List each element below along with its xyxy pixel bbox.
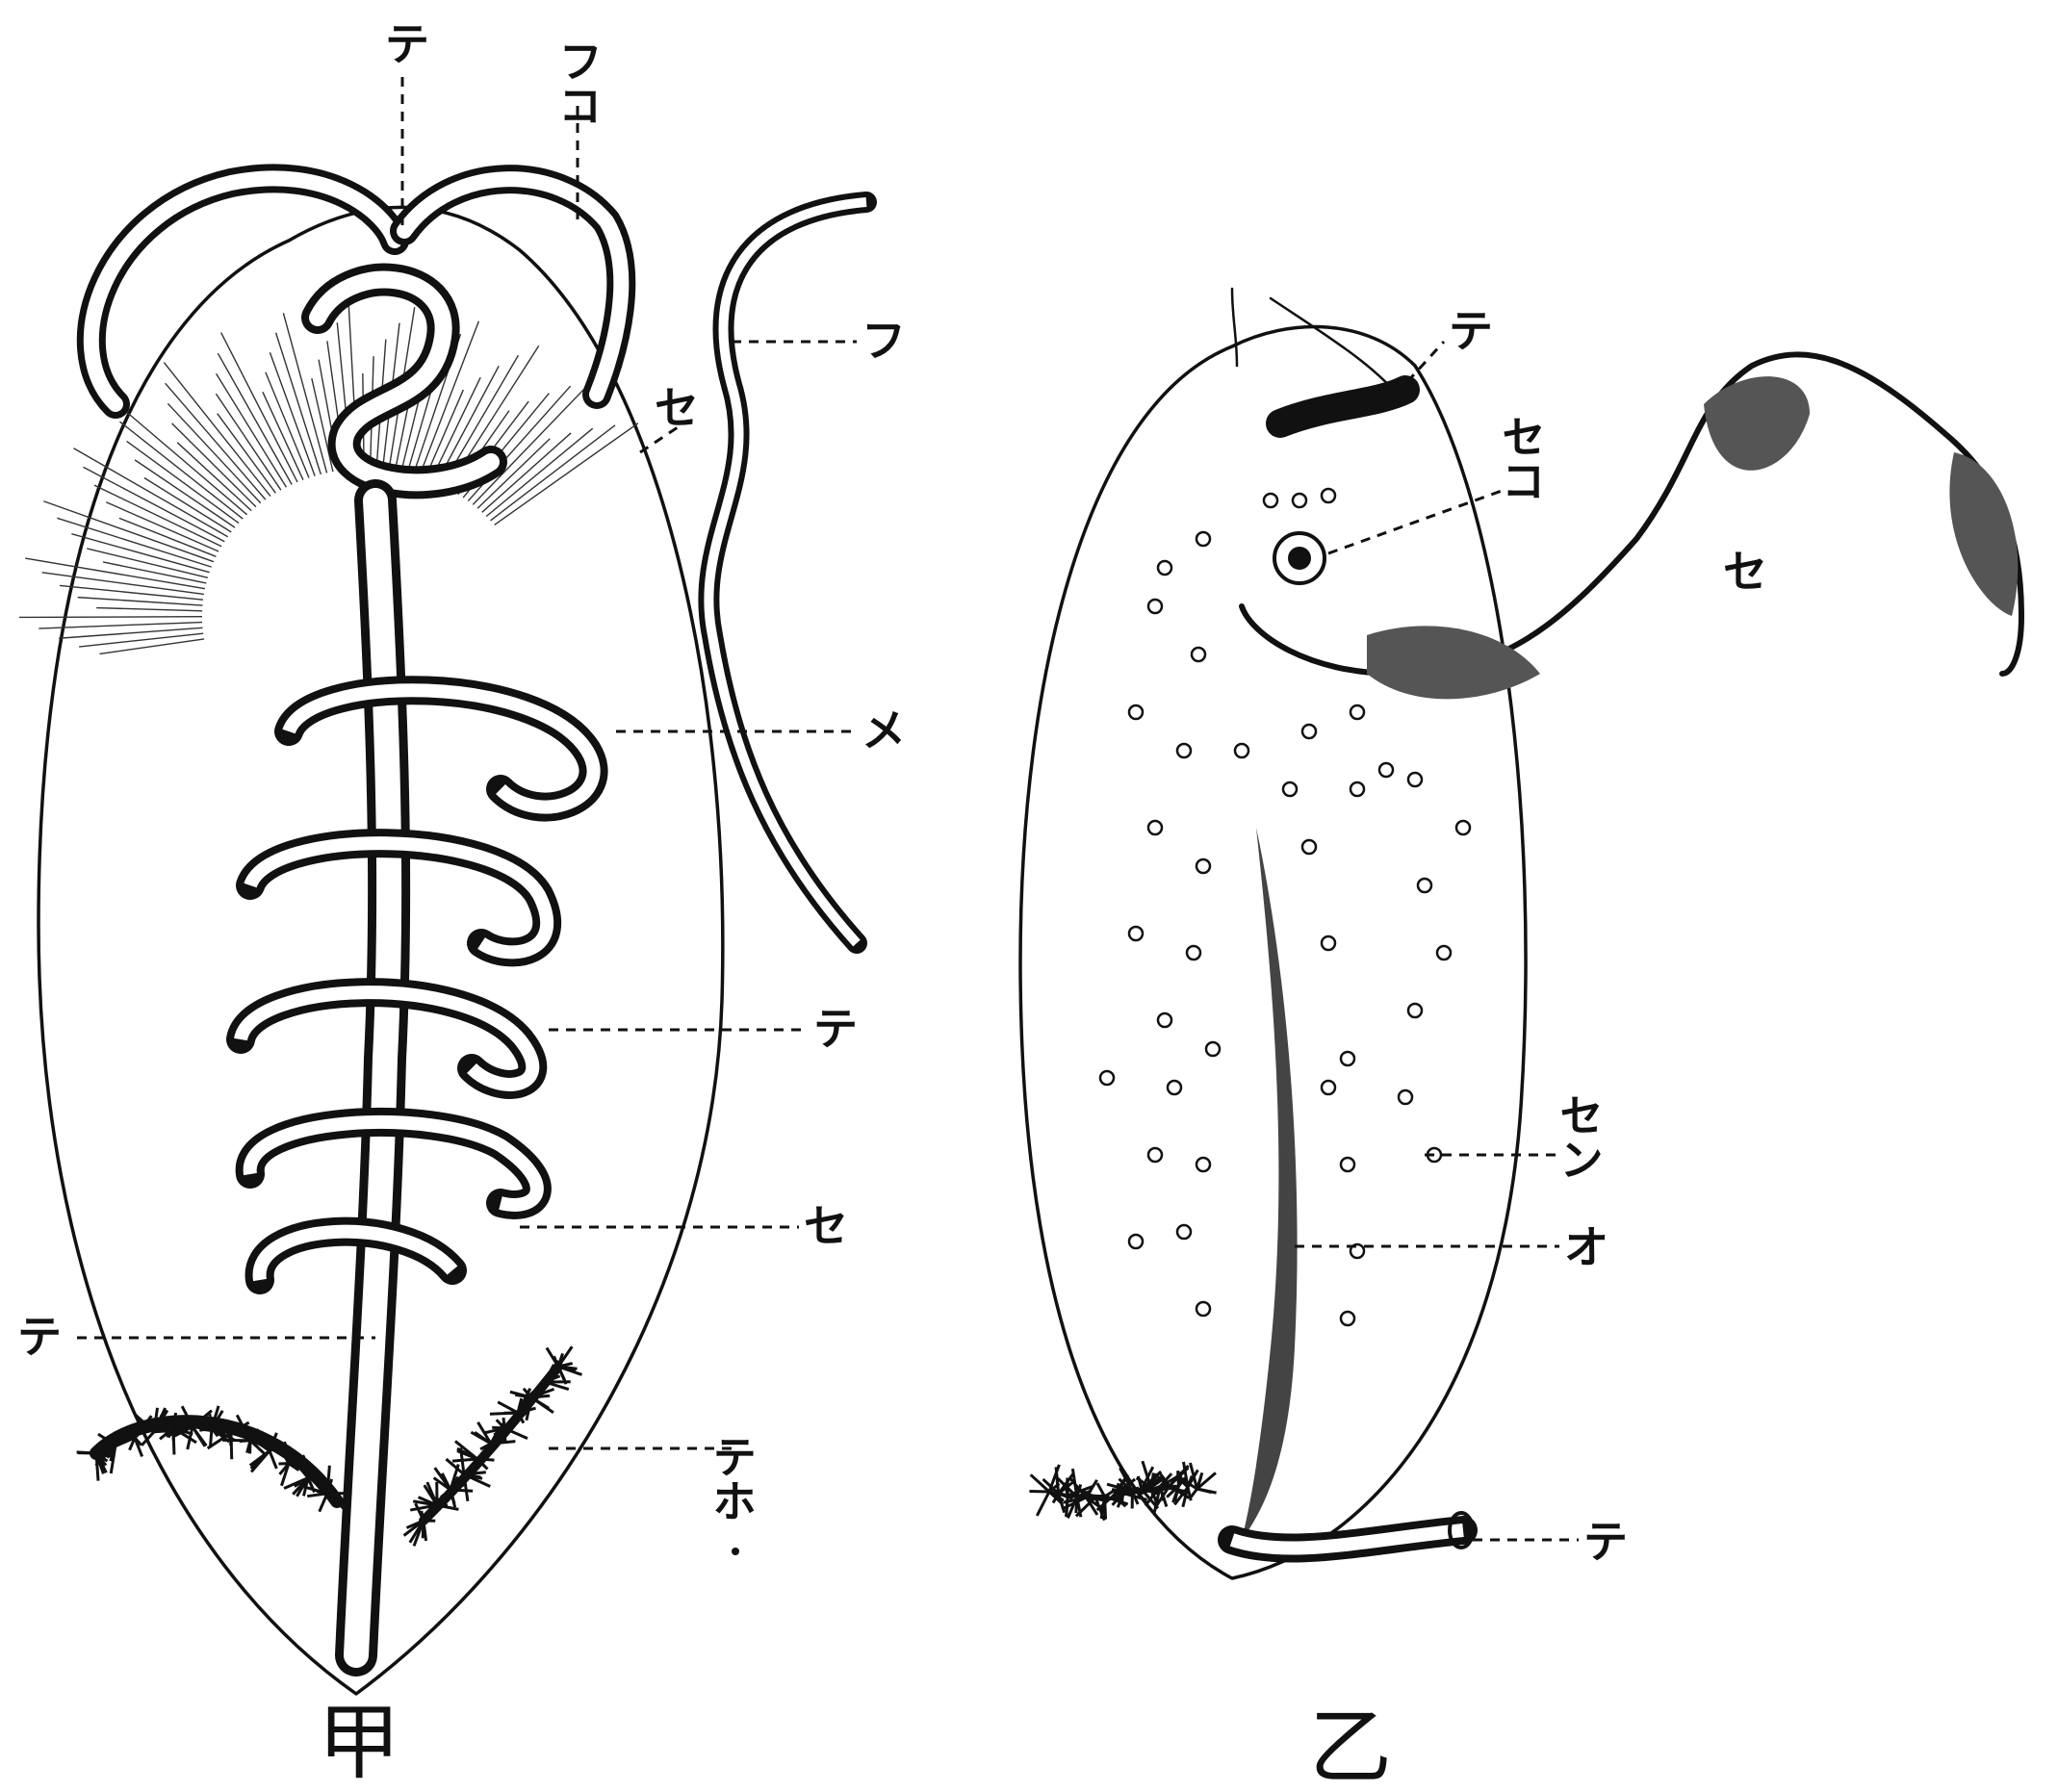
label-te-top-a: テ <box>385 18 429 70</box>
figure-b-swelling-3 <box>1949 452 2018 616</box>
label-fuko: フコ <box>552 38 604 127</box>
caption-figure-b: 乙 <box>1309 1700 1392 1792</box>
figure-a-coils <box>241 690 594 1280</box>
caption-figure-a: 甲 <box>318 1695 400 1791</box>
figure-a-gill-tufts <box>77 1346 582 1546</box>
label-se-b: セ <box>1723 546 1767 598</box>
label-te-mid-a: テ <box>813 1003 858 1055</box>
label-se-lower: セ <box>804 1200 848 1252</box>
label-fu: フ <box>862 315 906 367</box>
label-te-left-a: テ <box>17 1311 62 1363</box>
figure-b-swelling-2 <box>1704 376 1810 471</box>
label-te-top-b: テ <box>1449 305 1493 357</box>
figure-b-swelling-1 <box>1367 626 1540 699</box>
label-me: メ <box>862 704 906 756</box>
figure-b-leader-lines <box>1295 342 1579 1540</box>
figure-b-top-tentacle <box>1280 390 1405 423</box>
label-se-upper: セ <box>655 382 699 434</box>
figure-a-radiating-lines <box>19 304 638 653</box>
label-te-bottom-b: テ <box>1583 1516 1628 1568</box>
label-teho: テホ <box>706 1434 758 1523</box>
figure-b-central-streak <box>1242 828 1298 1540</box>
label-teho-dot <box>732 1548 739 1555</box>
label-o: オ <box>1564 1221 1608 1273</box>
figure-a-side-appendage <box>708 202 866 943</box>
label-seko: セコ <box>1495 414 1547 502</box>
label-sen: セン <box>1553 1092 1605 1181</box>
